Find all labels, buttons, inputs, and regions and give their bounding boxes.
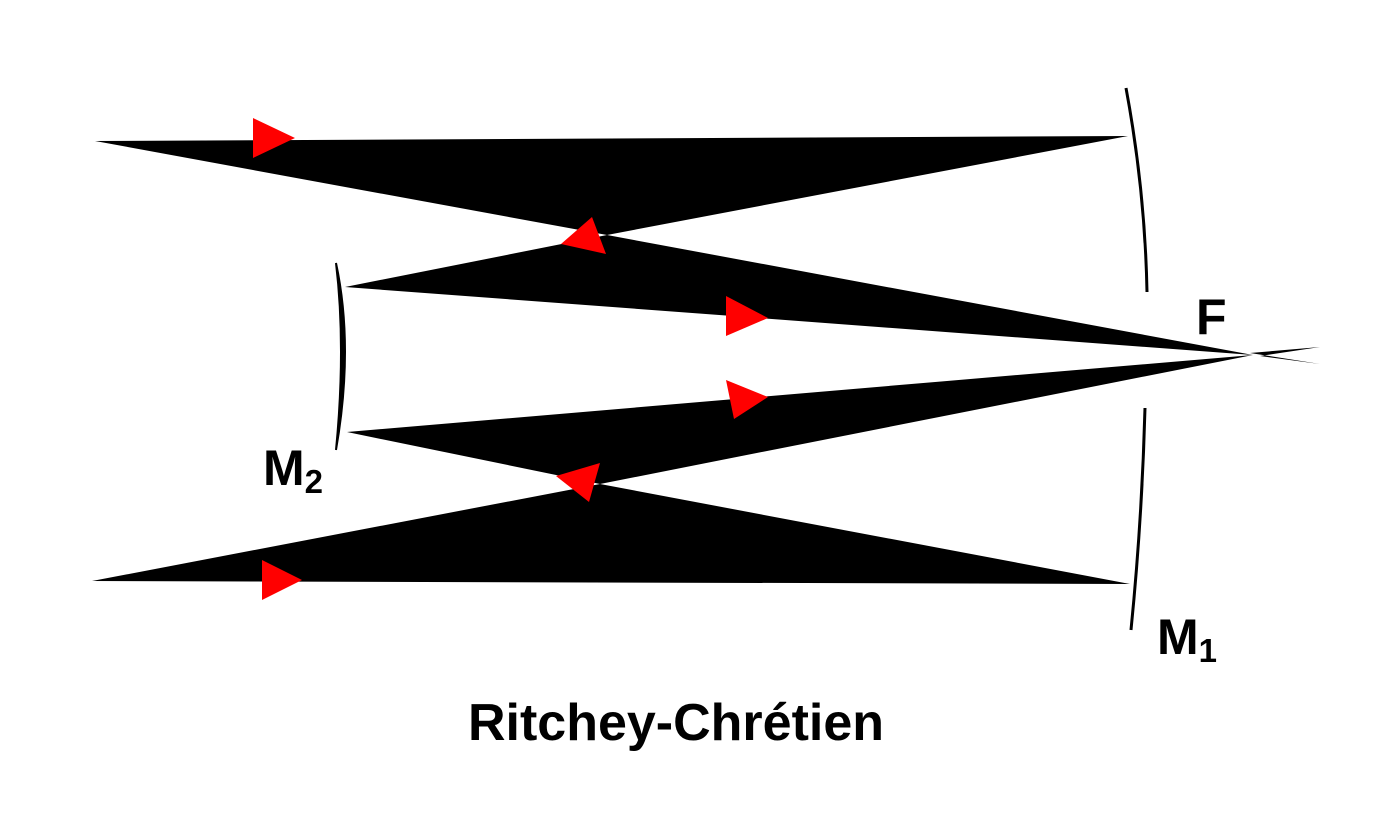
secondary-mirror-label-main: M <box>263 440 305 496</box>
upper-reflected-beam <box>345 235 1253 355</box>
arrow-lower-incoming <box>262 560 302 600</box>
focus-crossing-beam <box>1250 347 1320 364</box>
arrow-lower-from-m2 <box>726 380 768 419</box>
upper-incoming-beam <box>95 136 1128 235</box>
arrow-upper-return <box>561 217 606 254</box>
focus-label: F <box>1196 289 1227 345</box>
diagram-title: Ritchey-Chrétien <box>468 694 884 752</box>
primary-mirror-label-sub: 1 <box>1199 632 1217 669</box>
primary-mirror-label: M1 <box>1157 609 1217 669</box>
arrow-upper-incoming <box>253 118 295 158</box>
primary-mirror-lower <box>1129 407 1147 631</box>
arrow-lower-return <box>556 463 600 502</box>
secondary-mirror-label: M2 <box>263 440 323 500</box>
primary-mirror-upper <box>1124 87 1149 293</box>
primary-mirror-label-main: M <box>1157 609 1199 665</box>
secondary-mirror-label-sub: 2 <box>305 463 323 500</box>
lower-reflected-beam <box>347 355 1253 484</box>
arrow-upper-to-focus <box>726 296 768 336</box>
secondary-mirror <box>335 262 346 451</box>
lower-incoming-beam <box>92 484 1130 584</box>
